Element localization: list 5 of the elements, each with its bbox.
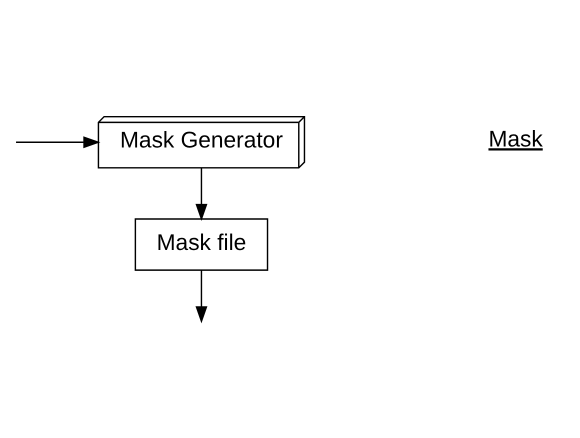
arrow <box>195 168 208 220</box>
node-box: Mask file <box>134 218 268 270</box>
arrow <box>16 136 100 148</box>
label: Mask <box>488 124 543 151</box>
arrow <box>195 270 208 323</box>
